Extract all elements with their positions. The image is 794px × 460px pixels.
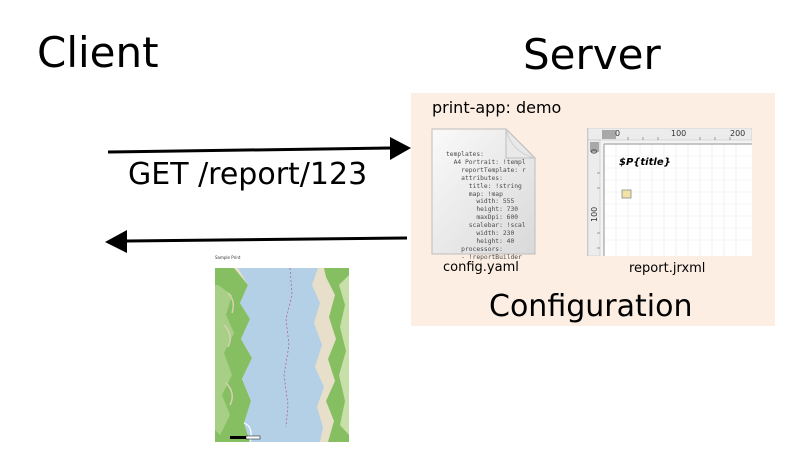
map-thumbnail-title: Sample Print — [215, 255, 241, 260]
ruler-tick-label: 100 — [671, 129, 687, 138]
server-title: Server — [523, 30, 661, 79]
map-report-thumbnail — [214, 255, 350, 445]
response-arrow — [105, 230, 408, 253]
ruler-tick-label: 0 — [615, 129, 621, 138]
jrxml-title-field: $P{title} — [619, 157, 671, 168]
report-jrxml-caption: report.jrxml — [629, 261, 706, 276]
ruler-tick-label: 200 — [730, 129, 746, 138]
config-yaml-content: templates: A4 Portrait: !templ reportTem… — [446, 151, 526, 261]
config-yaml-caption: config.yaml — [443, 260, 519, 275]
configuration-label: Configuration — [489, 289, 693, 324]
request-arrow — [107, 137, 411, 160]
jrxml-designer-icon — [587, 128, 752, 256]
print-app-label: print-app: demo — [432, 98, 562, 117]
request-label: GET /report/123 — [128, 157, 368, 192]
yaml-document-icon — [431, 128, 536, 255]
client-title: Client — [37, 28, 159, 77]
